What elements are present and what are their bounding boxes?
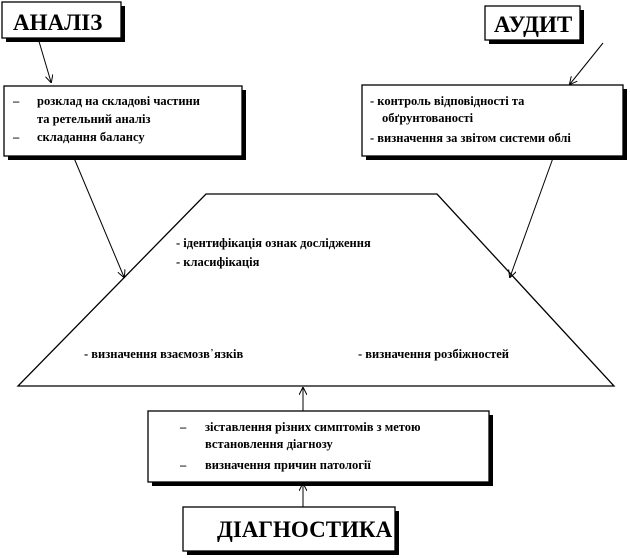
diagnostics-detail-box: – зіставлення різних симптомів з метою в…: [147, 410, 493, 486]
central-trapezoid: [16, 193, 616, 387]
analysis-detail-box: – розклад на складові частини та ретельн…: [3, 85, 246, 160]
center-item-1: - ідентифікація ознак дослідження: [176, 236, 371, 250]
diagnostics-bullet-1: –: [179, 420, 187, 434]
diagnostics-item-1b: встановлення діагнозу: [205, 437, 334, 451]
audit-item-1: - контроль відповідності та: [370, 94, 525, 108]
audit-item-1b: обґрунтованості: [382, 111, 474, 125]
analysis-arrow: [37, 37, 51, 82]
analysis-item-1b: та ретельний аналіз: [37, 112, 151, 126]
diagnostics-bullet-2: –: [179, 458, 187, 472]
diagnostics-title: ДІАГНОСТИКА: [217, 517, 393, 542]
audit-title-box: АУДИТ: [484, 5, 584, 44]
center-left-item: - визначення взаємозв᾽язків: [84, 347, 244, 361]
audit-title: АУДИТ: [494, 12, 572, 37]
analysis-title-box: АНАЛІЗ: [1, 1, 125, 42]
audit-item-2: - визначення за звітом системи облі: [370, 131, 571, 145]
audit-arrow: [570, 42, 604, 84]
analysis-title: АНАЛІЗ: [13, 10, 102, 35]
analysis-to-center-arrow: [73, 157, 124, 277]
analysis-item-1: розклад на складові частини: [37, 94, 200, 108]
center-right-item: - визначення розбіжностей: [358, 347, 509, 361]
audit-to-center-arrow: [510, 157, 554, 277]
diagnostics-title-box: ДІАГНОСТИКА: [182, 506, 399, 555]
diagnostics-item-1: зіставлення різних симптомів з метою: [205, 420, 421, 434]
analysis-bullet-2: –: [12, 130, 20, 144]
audit-detail-box: - контроль відповідності та обґрунтовано…: [361, 84, 627, 160]
analysis-item-2: складання балансу: [37, 130, 145, 144]
center-item-2: - класифікація: [176, 255, 260, 269]
diagnostics-item-2: визначення причин патології: [205, 458, 371, 472]
analysis-bullet-1: –: [12, 94, 20, 108]
